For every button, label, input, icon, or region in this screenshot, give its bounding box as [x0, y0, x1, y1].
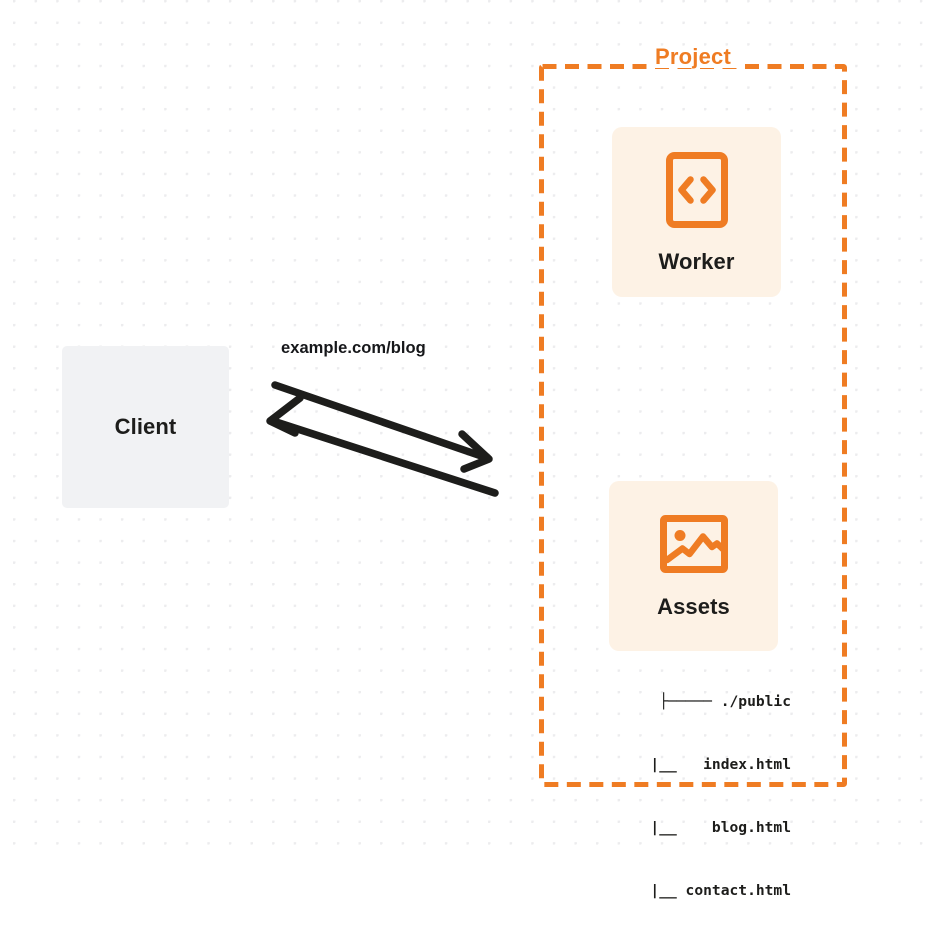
image-icon	[659, 514, 728, 578]
assets-node[interactable]: Assets	[609, 481, 778, 651]
diagram-canvas: Client example.com/blog Project	[0, 0, 938, 899]
project-dashed-border	[539, 64, 847, 787]
file-tree-line-blog: |__ blog.html	[606, 819, 791, 836]
client-node[interactable]: Client	[62, 346, 229, 508]
project-group: Project Worker Assets	[539, 46, 847, 899]
request-arrow	[271, 381, 493, 473]
file-tree-line-contact: |__ contact.html	[606, 882, 791, 899]
connection-label: example.com/blog	[281, 339, 426, 357]
worker-node-label: Worker	[658, 248, 735, 274]
worker-node[interactable]: Worker	[612, 127, 781, 297]
file-tree-line-index: |__ index.html	[606, 756, 791, 773]
client-node-label: Client	[114, 414, 177, 439]
assets-file-tree: ├───── ./public |__ index.html |__ blog.…	[549, 649, 791, 943]
code-file-icon	[665, 151, 728, 233]
assets-node-label: Assets	[657, 593, 730, 619]
response-arrow	[266, 394, 499, 497]
project-title-label: Project	[648, 46, 738, 68]
file-tree-line-root: ├───── ./public	[659, 693, 791, 710]
